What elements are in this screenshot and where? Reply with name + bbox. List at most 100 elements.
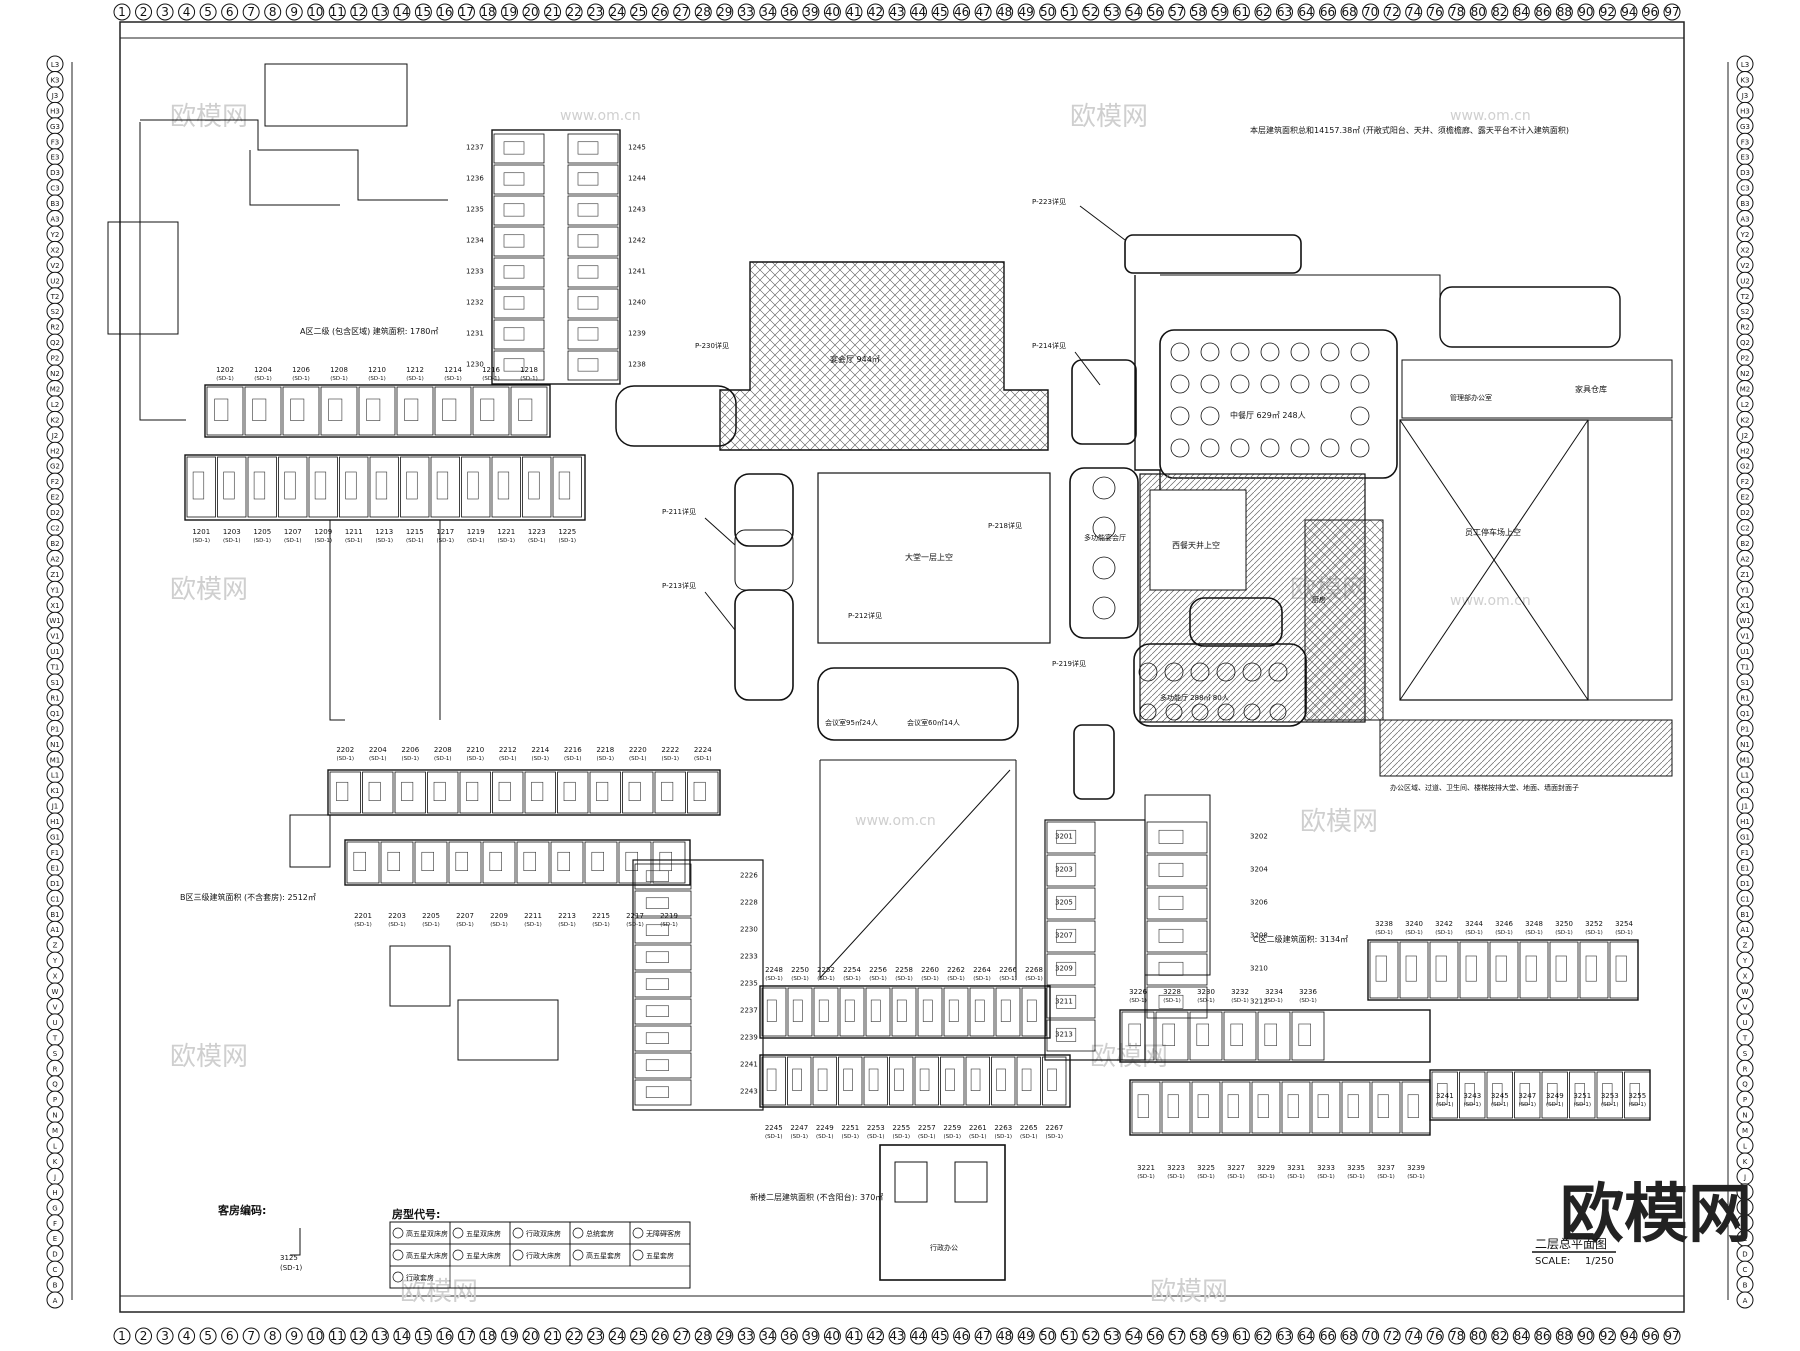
guest-room-bed xyxy=(1056,862,1077,877)
grid-axis-label: 90 xyxy=(1578,1329,1593,1343)
guest-room xyxy=(427,771,459,814)
guest-room xyxy=(1341,1081,1371,1134)
grid-axis-label: T1 xyxy=(50,664,60,672)
guest-room-bed xyxy=(1167,1094,1179,1119)
guest-room-bed xyxy=(1375,955,1387,982)
room-type-code: (SD-1) xyxy=(1347,1174,1365,1180)
room-type-code: (SD-1) xyxy=(1299,998,1317,1004)
grid-axis-label: 23 xyxy=(588,5,603,19)
guest-room-bed xyxy=(792,999,803,1022)
grid-bubble xyxy=(1534,1327,1552,1345)
guest-room xyxy=(1146,920,1208,953)
zone-a-area-label: A区二级 (包含区域) 建筑面积: 1780㎡ xyxy=(300,326,438,336)
room-type-code: (SD-1) xyxy=(1020,1134,1038,1140)
callout-label: P-214详见 xyxy=(1032,341,1066,350)
room-number: 3234 xyxy=(1265,988,1283,996)
room-type-code: (SD-1) xyxy=(336,756,354,762)
meeting-pod-2 xyxy=(734,589,794,701)
room-number: 1241 xyxy=(628,268,646,276)
grid-axis-label: 58 xyxy=(1191,5,1206,19)
grid-axis-label: H1 xyxy=(1740,818,1750,826)
grid-axis-label: 6 xyxy=(226,5,234,19)
grid-axis-label: 84 xyxy=(1514,5,1529,19)
room-type-code: (SD-1) xyxy=(1628,1102,1646,1108)
guest-room xyxy=(461,456,491,518)
room-type-code: (SD-1) xyxy=(499,756,517,762)
room-number: 1219 xyxy=(467,528,485,536)
grid-axis-label: C1 xyxy=(1740,895,1749,903)
grid-bubble xyxy=(1469,3,1487,21)
grid-axis-label: 26 xyxy=(653,1329,668,1343)
guest-room-bed xyxy=(1629,1083,1640,1105)
grid-axis-label: F2 xyxy=(1741,478,1749,486)
room-type-code: (SD-1) xyxy=(1573,1102,1591,1108)
room-number: 3239 xyxy=(1407,1164,1425,1172)
grid-bubble xyxy=(242,3,260,21)
grid-axis-label: J1 xyxy=(1741,803,1749,811)
grid-axis-label: K1 xyxy=(50,787,59,795)
grid-axis-label: 22 xyxy=(566,5,581,19)
guest-room xyxy=(634,1025,692,1052)
room-type-title: 房型代号: xyxy=(392,1207,440,1221)
grid-axis-label: 7 xyxy=(247,5,255,19)
grid-axis-label: 27 xyxy=(674,1329,689,1343)
room-number: 3244 xyxy=(1465,920,1483,928)
grid-axis-label: 19 xyxy=(502,5,517,19)
grid-axis-label: N1 xyxy=(50,741,60,749)
grid-axis-label: 62 xyxy=(1255,1329,1270,1343)
guest-room-bed xyxy=(503,203,525,217)
grid-axis-label: 5 xyxy=(204,5,212,19)
grid-axis-label: 23 xyxy=(588,1329,603,1343)
grid-bubble xyxy=(436,3,454,21)
room-number: 2266 xyxy=(999,966,1017,974)
grid-axis-label: Q1 xyxy=(1740,710,1750,718)
room-type-code: (SD-1) xyxy=(284,538,302,544)
zone-c-right-bottom-rooms: 3241(SD-1)3243(SD-1)3245(SD-1)3247(SD-1)… xyxy=(1431,1071,1651,1119)
room-number: 2207 xyxy=(456,912,474,920)
grid-bubble xyxy=(285,1327,303,1345)
guest-room xyxy=(1146,953,1208,986)
guest-room xyxy=(396,386,434,436)
grid-axis-label: 44 xyxy=(911,1329,926,1343)
grid-axis-label: P xyxy=(1743,1096,1747,1104)
room-number: 1206 xyxy=(292,366,310,374)
grid-bubble xyxy=(759,1327,777,1345)
room-type-symbol xyxy=(632,1227,644,1239)
grid-axis-label: P2 xyxy=(51,355,60,363)
grid-bubble xyxy=(694,3,712,21)
room-type-code: (SD-1) xyxy=(921,976,939,982)
guest-room-bed xyxy=(1264,1023,1278,1046)
grid-axis-label: D1 xyxy=(50,880,60,888)
room-number: 1215 xyxy=(406,528,424,536)
room-number: 2257 xyxy=(918,1124,936,1132)
guest-room-bed xyxy=(503,234,525,248)
grid-axis-label: W1 xyxy=(1739,617,1750,625)
room-type-code: (SD-1) xyxy=(1227,1174,1245,1180)
guest-room xyxy=(634,944,692,971)
room-number: 2213 xyxy=(558,912,576,920)
grid-axis-label: H2 xyxy=(1740,447,1750,455)
room-type-code: (SD-1) xyxy=(629,756,647,762)
watermark-text: 欧模网 xyxy=(1150,1277,1228,1307)
room-type-code: (SD-1) xyxy=(216,376,234,382)
room-number: 2218 xyxy=(596,746,614,754)
guest-room xyxy=(369,456,399,518)
grid-axis-label: F3 xyxy=(1741,138,1749,146)
guest-room-bed xyxy=(387,851,400,872)
room-type-cell xyxy=(629,1243,691,1267)
dining-table xyxy=(1320,342,1340,362)
room-type-code: (SD-1) xyxy=(791,976,809,982)
room-type-code: (SD-1) xyxy=(1491,1102,1509,1108)
room-number: 1209 xyxy=(314,528,332,536)
room-type-code: (SD-1) xyxy=(401,756,419,762)
guest-room xyxy=(1146,887,1208,920)
guest-room-bed xyxy=(498,781,511,802)
guest-room-bed xyxy=(433,781,446,802)
furniture-store-label: 家具仓库 xyxy=(1575,384,1607,394)
room-type-code: (SD-1) xyxy=(1197,1174,1215,1180)
guest-room xyxy=(634,917,692,944)
guest-room-bed xyxy=(659,851,672,872)
grid-axis-label: W xyxy=(52,988,59,996)
meeting-room-label: 会议室60㎡14人 xyxy=(907,718,960,727)
grid-axis-label: X2 xyxy=(50,246,59,254)
